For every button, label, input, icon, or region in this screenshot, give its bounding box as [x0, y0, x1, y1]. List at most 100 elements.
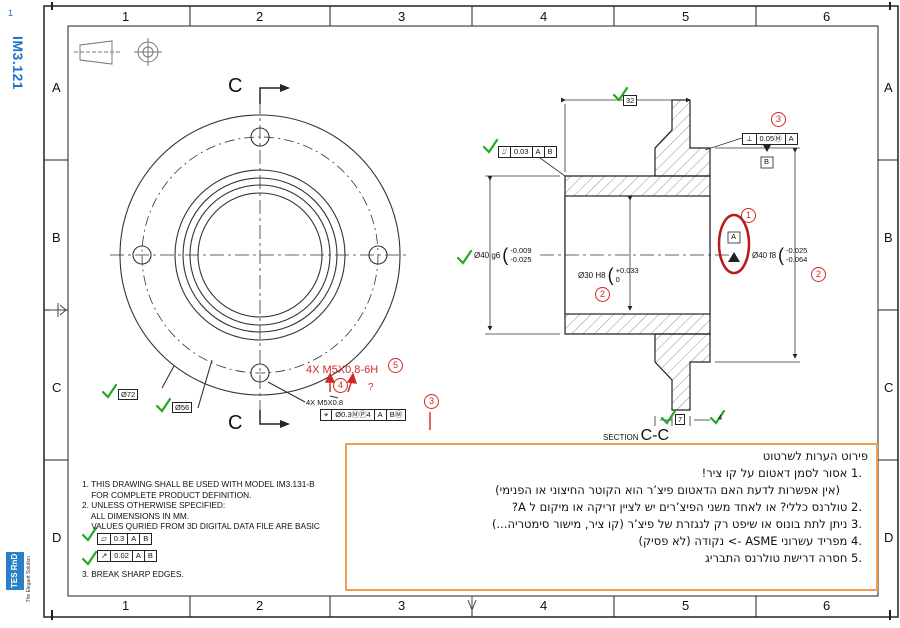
- review-note-item: .5 חסרה דרישת טולרנס התבריג: [705, 551, 862, 565]
- zone-row-a-right: A: [884, 80, 893, 95]
- zone-col-5-bottom: 5: [682, 598, 690, 613]
- dia30-h8-label: Ø30 H8: [578, 270, 606, 280]
- front-view: [110, 84, 410, 428]
- side-label: IM3.121: [10, 36, 26, 91]
- dia40-g6-upper: -0.009: [510, 246, 532, 255]
- zone-row-b-right: B: [884, 230, 893, 245]
- zone-col-2-top: 2: [256, 9, 264, 24]
- note-fcf2-b: B: [147, 551, 153, 560]
- callout-4: 4: [333, 378, 348, 393]
- fcf-datum-a: A: [375, 410, 387, 420]
- runout-datum-a: A: [533, 147, 545, 157]
- perpendicularity-fcf: ⊥ 0.05Ⓜ A: [742, 133, 798, 145]
- perp-datum-a: A: [788, 134, 794, 143]
- zone-row-c-right: C: [884, 380, 894, 395]
- dia40-f8-upper: -0.025: [786, 246, 808, 255]
- zone-col-4-top: 4: [540, 9, 548, 24]
- callout-2-right: 2: [811, 267, 826, 282]
- general-note-line: ALL DIMENSIONS IN MM.: [82, 510, 190, 521]
- zone-col-4-bottom: 4: [540, 598, 548, 613]
- review-note-item: (אין אפשרות לדעת האם הדאטום פיצ’ר הוא הק…: [495, 483, 840, 497]
- general-note-line: FOR COMPLETE PRODUCT DEFINITION.: [82, 489, 252, 500]
- section-letter-top: C: [228, 75, 243, 97]
- review-note-item: .2 טולרנס כללי? או לאחד משני הפיצ’רים יש…: [511, 500, 862, 514]
- runout-icon: ↗: [98, 551, 112, 561]
- profile-icon: ⏥: [98, 534, 111, 544]
- review-note-item: .1 אסור לסמן דאטום על קו ציר!: [701, 466, 862, 480]
- zone-col-2-bottom: 2: [256, 598, 264, 613]
- zone-col-1-bottom: 1: [122, 598, 130, 613]
- border-frame: [43, 2, 899, 620]
- zone-col-1-top: 1: [122, 9, 130, 24]
- zone-row-a-left: A: [52, 80, 61, 95]
- note-fcf1-tol: 0.3: [111, 534, 129, 544]
- total-runout-icon: ⌰: [499, 147, 511, 157]
- section-label-big: C-C: [640, 427, 669, 444]
- callout-1: 1: [741, 208, 756, 223]
- dia40-g6-lower: -0.025: [510, 255, 532, 264]
- note-fcf1-b: B: [143, 534, 149, 543]
- dim-dia40-f8: Ø40 f8 ( -0.025 -0.064: [752, 245, 808, 265]
- section-view: [485, 97, 800, 426]
- dim-4: 4: [718, 413, 723, 422]
- zone-row-b-left: B: [52, 230, 61, 245]
- dia30-lower: 0: [615, 275, 620, 284]
- section-label-small: SECTION: [603, 433, 639, 442]
- review-notes-title: פירוט הערות לשרטוט: [762, 449, 868, 463]
- dia30-upper: +0.033: [615, 266, 639, 275]
- perpendicularity-icon: ⊥: [743, 134, 757, 144]
- datum-a-label: A: [731, 232, 737, 241]
- dim-32: 32: [623, 95, 638, 106]
- dim-dia30-h8: Ø30 H8 ( +0.033 0: [578, 265, 639, 285]
- dia40-f8-lower: -0.064: [786, 255, 808, 264]
- fcf-tolerance: Ø0.3ⓂⓅ4: [332, 410, 375, 420]
- note-runout-fcf: ↗ 0.02 A B: [97, 550, 157, 562]
- general-note-line: 1. THIS DRAWING SHALL BE USED WITH MODEL…: [82, 479, 315, 489]
- zone-col-3-bottom: 3: [398, 598, 406, 613]
- general-note-line: 2. UNLESS OTHERWISE SPECIFIED:: [82, 500, 226, 511]
- runout-datum-b: B: [547, 147, 553, 156]
- note-fcf1-a: A: [128, 534, 141, 544]
- tes-logo-tagline: The Elegant Solution: [26, 556, 32, 603]
- page-number: 1: [8, 8, 14, 18]
- dim-56: Ø56: [172, 402, 193, 413]
- zone-col-6-bottom: 6: [823, 598, 831, 613]
- datum-b-label: B: [764, 157, 770, 166]
- runout-tolerance: 0.03: [511, 147, 533, 157]
- fcf-datum-b: BⓂ: [389, 410, 403, 419]
- note-profile-fcf: ⏥ 0.3 A B: [97, 533, 153, 545]
- general-note-3: 3. BREAK SHARP EDGES.: [82, 569, 184, 579]
- thread-question: ?: [368, 382, 374, 393]
- dim-72: Ø72: [118, 389, 139, 400]
- zone-col-3-top: 3: [398, 9, 406, 24]
- note-fcf2-a: A: [133, 551, 145, 561]
- review-notes-box: פירוט הערות לשרטוט .1 אסור לסמן דאטום על…: [345, 443, 878, 591]
- note-fcf2-tol: 0.02: [111, 551, 133, 561]
- dia40-g6-label: Ø40 g6: [474, 250, 501, 260]
- dim-7: 7: [675, 414, 686, 425]
- thread-callout-red: 4X M5X0.8-6H: [306, 364, 379, 376]
- check-marks: [81, 86, 726, 566]
- dim-dia40-g6: Ø40 g6 ( -0.009 -0.025: [474, 245, 532, 265]
- section-letter-bottom: C: [228, 412, 243, 434]
- thread-callout: 4X M5X0.8: [306, 398, 344, 407]
- runout-fcf: ⌰ 0.03 A B: [498, 146, 557, 158]
- zone-col-5-top: 5: [682, 9, 690, 24]
- general-notes: 1. THIS DRAWING SHALL BE USED WITH MODEL…: [82, 479, 320, 532]
- callout-5: 5: [388, 358, 403, 373]
- general-note-line: VALUES QURIED FROM 3D DIGITAL DATA FILE …: [82, 521, 320, 532]
- zone-row-c-left: C: [52, 380, 62, 395]
- callout-3-bottom: 3: [424, 394, 439, 409]
- tes-logo: TES RnD: [6, 552, 24, 590]
- position-fcf: ⌖ Ø0.3ⓂⓅ4 A BⓂ: [320, 409, 407, 421]
- zone-col-6-top: 6: [823, 9, 831, 24]
- projection-symbol-icon: [74, 38, 162, 66]
- callout-3-top: 3: [771, 112, 786, 127]
- callout-2-left: 2: [595, 287, 610, 302]
- zone-row-d-left: D: [52, 530, 62, 545]
- position-symbol-icon: ⌖: [321, 410, 333, 420]
- dia40-f8-label: Ø40 f8: [752, 250, 777, 260]
- section-label: SECTION C-C: [603, 427, 669, 445]
